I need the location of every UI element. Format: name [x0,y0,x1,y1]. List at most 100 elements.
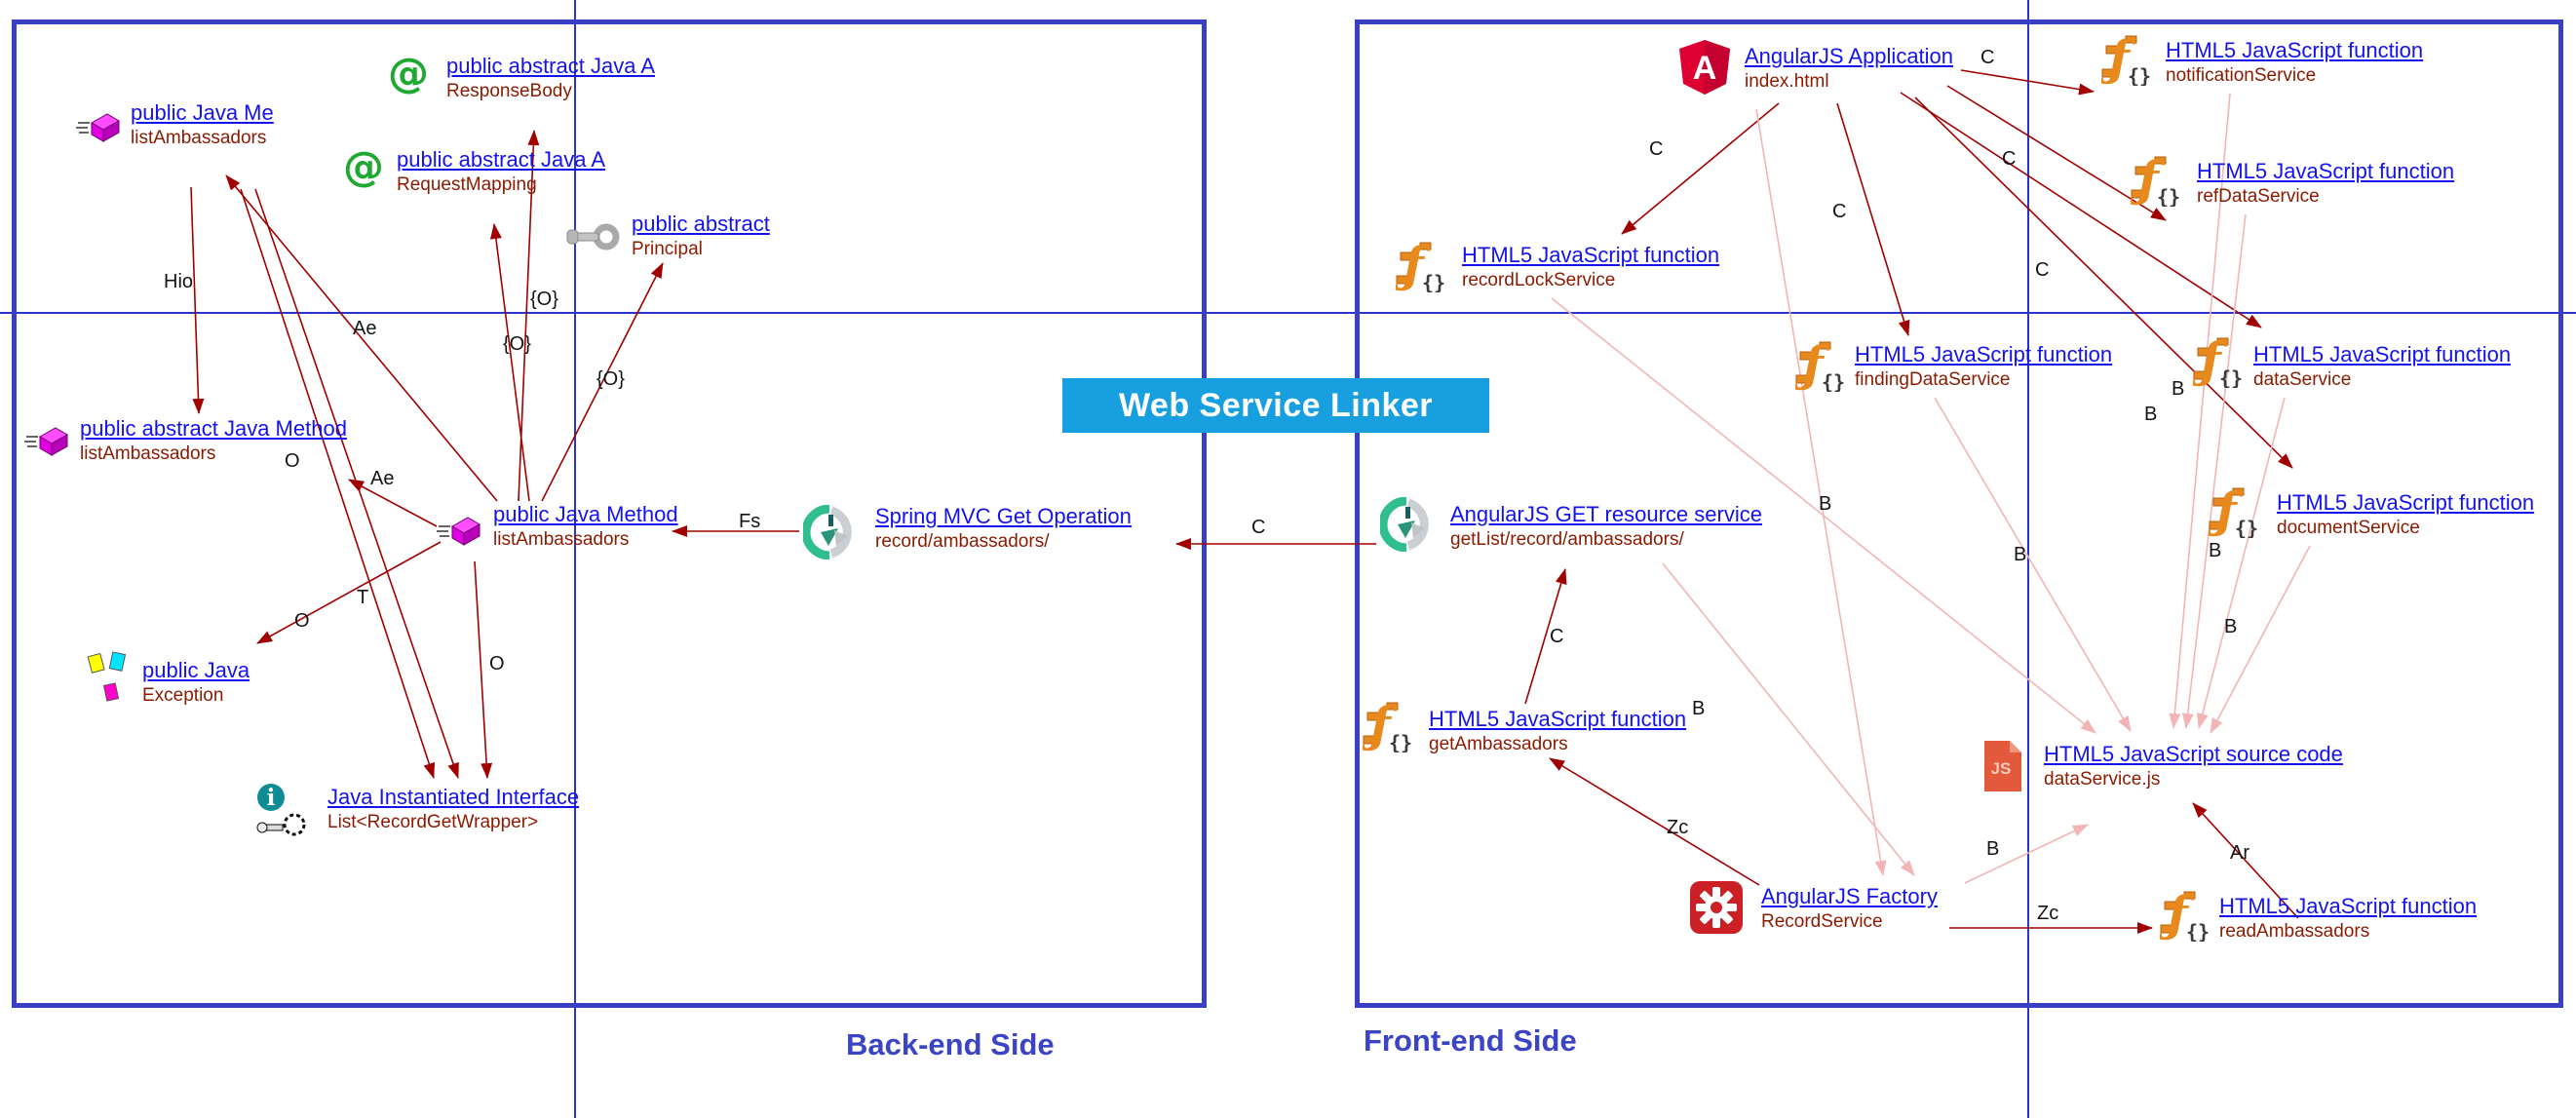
node-angularjs-application-subtitle: index.html [1745,70,1829,92]
node-js-function-notificationService-title[interactable]: HTML5 JavaScript function [2166,38,2424,62]
node-angularjs-application-title[interactable]: AngularJS Application [1745,44,1954,68]
node-java-method-principal-title[interactable]: public abstract [632,212,770,236]
svg-text:{}: {} [2219,366,2242,388]
node-java-method-listAmbassadors-top-title[interactable]: public Java Me [131,100,274,125]
get-operation-icon [801,504,858,564]
node-annotation-responseBody-subtitle: ResponseBody [446,80,572,101]
node-js-function-readAmbassadors-subtitle: readAmbassadors [2219,920,2370,942]
svg-text:i: i [267,785,276,811]
java-method-icon [24,423,69,467]
node-js-function-documentService-title[interactable]: HTML5 JavaScript function [2277,490,2535,515]
edge [1549,757,1760,886]
node-js-source-dataService-subtitle: dataService.js [2044,768,2161,790]
edge-label: B [1986,838,2000,860]
backend-label: Back-end Side [846,1027,1055,1061]
svg-text:{}: {} [1822,370,1844,392]
svg-text:JS: JS [1991,759,2012,778]
node-js-function-documentService-subtitle: documentService [2277,517,2420,538]
edge [1621,102,1780,235]
node-js-source-dataService-title[interactable]: HTML5 JavaScript source code [2044,742,2343,766]
node-annotation-requestMapping-title[interactable]: public abstract Java A [397,147,606,172]
edge-label: B [1692,698,1706,719]
edge [1836,102,1910,336]
web-service-linker-banner[interactable]: Web Service Linker [1062,378,1489,433]
edge-label: {O} [503,333,531,355]
svg-text:{}: {} [1389,731,1411,752]
edge [541,262,664,502]
node-java-instantiated-interface-subtitle: List<RecordGetWrapper> [327,811,539,832]
node-spring-mvc-get-operation-subtitle: record/ambassadors/ [875,530,1050,552]
backend-box [12,19,1207,1008]
edge-label: C [1980,47,1995,68]
annotation-icon: @ [341,142,386,194]
edge-label: Ae [370,468,395,489]
node-js-function-dataService-title[interactable]: HTML5 JavaScript function [2253,342,2512,366]
edge-label: O [285,450,300,472]
edge [2192,802,2299,919]
svg-text:{}: {} [2186,920,2209,942]
edge [1960,69,2095,96]
annotation-icon: @ [386,49,431,100]
edge [2181,213,2247,729]
gridline [2027,0,2029,1118]
node-angularjs-factory-recordService-title[interactable]: AngularJS Factory [1761,884,1938,908]
node-js-function-recordLockService-title[interactable]: HTML5 JavaScript function [1462,243,1720,267]
node-js-function-readAmbassadors-title[interactable]: HTML5 JavaScript function [2219,894,2478,918]
gridline [574,0,576,1118]
edge-label: C [1832,201,1847,222]
node-angularjs-get-resource-service-title[interactable]: AngularJS GET resource service [1450,502,1762,526]
edge [190,186,205,414]
edge-label: B [2014,544,2027,565]
node-abstract-java-method-listAmbassadors-title[interactable]: public abstract Java Method [80,416,347,441]
edge-label: Zc [1667,817,1689,838]
edge [2196,397,2286,729]
node-java-method-listAmbassadors-central-title[interactable]: public Java Method [493,502,678,526]
edge [1914,96,2293,469]
key-icon [565,218,622,260]
js-function-icon: ƒ{} [1792,335,1845,397]
node-java-method-listAmbassadors-top-subtitle: listAmbassadors [131,127,267,148]
node-js-function-getAmbassadors-title[interactable]: HTML5 JavaScript function [1429,707,1687,731]
edge [225,174,498,502]
edge [474,560,493,779]
edge [1755,108,1887,876]
edge-label: C [1550,626,1564,647]
frontend-label: Front-end Side [1364,1023,1577,1058]
node-js-function-dataService-subtitle: dataService [2253,368,2352,390]
node-java-instantiated-interface-title[interactable]: Java Instantiated Interface [327,785,580,809]
edge [1964,824,2089,884]
svg-text:@: @ [388,51,429,96]
node-java-class-exception-subtitle: Exception [142,684,224,706]
node-abstract-java-method-listAmbassadors-subtitle: listAmbassadors [80,443,216,464]
edge-label: C [1649,138,1664,160]
java-method-icon [76,109,121,153]
node-annotation-responseBody-title[interactable]: public abstract Java A [446,54,656,78]
node-js-function-findingDataService-title[interactable]: HTML5 JavaScript function [1855,342,2113,366]
edge-label: C [2035,259,2050,281]
edge [1900,92,2262,328]
edge [256,541,442,644]
edge [1662,562,1915,876]
js-file-icon: JS [1980,739,2025,798]
node-js-function-refDataService-subtitle: refDataService [2197,185,2320,207]
frontend-box [1355,19,2563,1008]
node-java-class-exception-title[interactable]: public Java [142,658,250,682]
svg-text:{}: {} [2235,517,2257,538]
node-js-function-refDataService-title[interactable]: HTML5 JavaScript function [2197,159,2455,183]
node-js-function-getAmbassadors-subtitle: getAmbassadors [1429,733,1568,754]
node-spring-mvc-get-operation-title[interactable]: Spring MVC Get Operation [875,504,1132,528]
